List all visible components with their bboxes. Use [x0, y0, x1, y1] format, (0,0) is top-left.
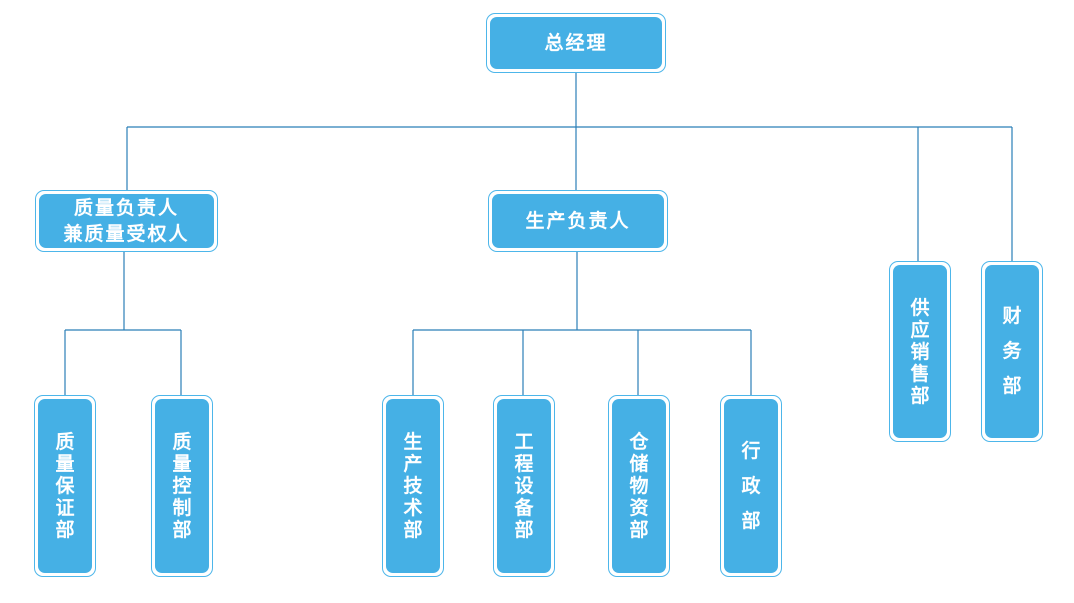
node-label: 工程设备部	[514, 431, 534, 541]
node-finance-dept: 财务部	[981, 261, 1043, 442]
node-label: 生产技术部	[403, 431, 423, 541]
node-production-tech-dept: 生产技术部	[382, 395, 444, 577]
node-label: 行政部	[741, 439, 761, 532]
node-label: 质量保证部	[55, 431, 75, 541]
node-label: 供应销售部	[910, 296, 930, 407]
node-general-manager: 总经理	[486, 13, 666, 73]
node-label: 财务部	[1002, 305, 1022, 397]
node-quality-head: 质量负责人 兼质量受权人	[35, 190, 218, 252]
node-quality-assurance-dept: 质量保证部	[34, 395, 96, 577]
node-engineering-equipment-dept: 工程设备部	[493, 395, 555, 577]
node-label: 生产负责人	[525, 210, 631, 232]
node-label: 质量控制部	[172, 431, 192, 541]
node-quality-control-dept: 质量控制部	[151, 395, 213, 577]
node-production-head: 生产负责人	[488, 190, 668, 252]
node-administration-dept: 行政部	[720, 395, 782, 577]
node-label: 仓储物资部	[629, 431, 649, 541]
node-label: 总经理	[544, 32, 608, 54]
node-supply-sales-dept: 供应销售部	[889, 261, 951, 442]
node-warehouse-materials-dept: 仓储物资部	[608, 395, 670, 577]
node-label: 质量负责人 兼质量受权人	[63, 197, 190, 245]
